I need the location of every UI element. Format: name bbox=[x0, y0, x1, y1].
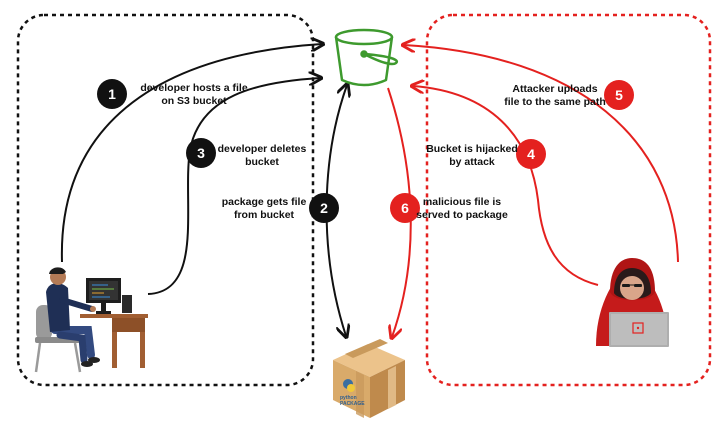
step-number-4: 4 bbox=[527, 146, 535, 162]
developer-at-desk-icon bbox=[34, 267, 148, 373]
step-1-caption-line1: developer hosts a file bbox=[140, 82, 248, 94]
step-number-1: 1 bbox=[108, 86, 116, 102]
step-badge-1: 1 bbox=[97, 79, 127, 109]
step-badge-2: 2 bbox=[309, 193, 339, 223]
step-number-6: 6 bbox=[401, 200, 409, 216]
step-5-caption-line1: Attacker uploads bbox=[512, 83, 597, 95]
attacker-zone-frame bbox=[425, 13, 712, 387]
package-logo-line1: python bbox=[340, 395, 357, 401]
step-badge-3: 3 bbox=[186, 138, 216, 168]
hooded-attacker-icon bbox=[596, 258, 669, 347]
step-2-caption-line1: package gets file bbox=[222, 196, 307, 208]
step-number-2: 2 bbox=[320, 200, 328, 216]
python-package-box-icon: python PACKAGE bbox=[333, 339, 405, 418]
package-logo-line2: PACKAGE bbox=[340, 401, 365, 407]
step-4-caption-line1: Bucket is hijacked bbox=[426, 143, 518, 155]
step-6-caption-line1: malicious file is bbox=[423, 196, 501, 208]
arrow-step-4 bbox=[413, 86, 599, 286]
s3-bucket-icon bbox=[334, 28, 399, 87]
step-number-5: 5 bbox=[615, 87, 623, 103]
step-number-3: 3 bbox=[197, 145, 205, 161]
step-badge-4: 4 bbox=[516, 139, 546, 169]
step-5-caption-line2: file to the same path bbox=[504, 96, 606, 108]
step-6-caption-line2: served to package bbox=[416, 209, 508, 221]
step-2-caption-line2: from bucket bbox=[234, 209, 295, 221]
step-4-caption-line2: by attack bbox=[449, 156, 495, 168]
step-badge-5: 5 bbox=[604, 80, 634, 110]
step-1-caption-line2: on S3 bucket bbox=[161, 95, 227, 107]
step-3-caption-line1: developer deletes bbox=[218, 143, 307, 155]
arrow-step-5 bbox=[404, 45, 679, 263]
step-3-caption-line2: bucket bbox=[245, 156, 279, 168]
arrow-step-1 bbox=[60, 44, 322, 263]
step-badge-6: 6 bbox=[390, 193, 420, 223]
arrow-step-3 bbox=[147, 78, 320, 295]
